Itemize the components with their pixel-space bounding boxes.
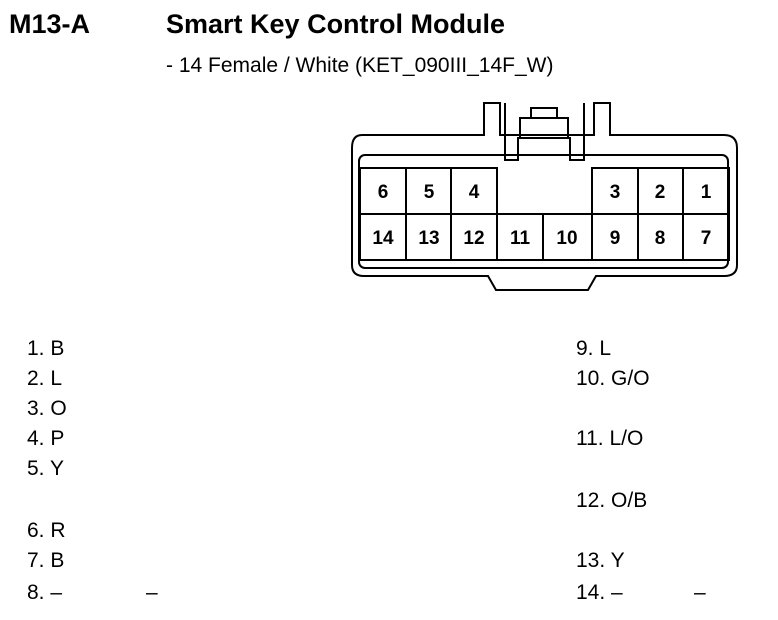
pinout-entry: 3. O bbox=[27, 397, 67, 420]
pin-label: 13 bbox=[418, 228, 439, 249]
latch-knob bbox=[530, 107, 558, 119]
connector-latch bbox=[504, 103, 585, 161]
pinout-entry: 14. – bbox=[576, 581, 623, 604]
pinout-entry: 7. B bbox=[27, 549, 65, 572]
pinout-entry: 9. L bbox=[576, 337, 612, 360]
pinout-entry: 12. O/B bbox=[576, 489, 648, 512]
connector-code: M13-A bbox=[9, 9, 91, 39]
pinout-entry: 11. L/O bbox=[576, 427, 644, 450]
component-title: Smart Key Control Module bbox=[166, 9, 506, 39]
pinout-entry: 5. Y bbox=[27, 457, 64, 480]
pinout-entry: 13. Y bbox=[576, 549, 625, 572]
connector-housing bbox=[351, 102, 738, 291]
connector-subtitle: - 14 Female / White (KET_090III_14F_W) bbox=[166, 54, 554, 77]
pinout-dash: – bbox=[694, 581, 706, 604]
pinout-entry: 10. G/O bbox=[576, 367, 650, 390]
pinout-entry: 2. L bbox=[27, 367, 63, 390]
pin-label: 10 bbox=[556, 228, 577, 249]
pin-label: 1 bbox=[701, 182, 712, 203]
pinout-entry: 4. P bbox=[27, 427, 65, 450]
pin-label: 6 bbox=[378, 182, 389, 203]
pin-label: 8 bbox=[655, 228, 666, 249]
pin-label: 14 bbox=[372, 228, 394, 249]
pin-label: 4 bbox=[469, 182, 480, 203]
pin-label: 12 bbox=[463, 228, 484, 249]
pin-label: 9 bbox=[610, 228, 621, 249]
pin-label: 2 bbox=[655, 182, 666, 203]
pin-label: 7 bbox=[701, 228, 712, 249]
pinout-entry: 8. – bbox=[27, 581, 63, 604]
pinout-dash: – bbox=[146, 581, 158, 604]
pin-label: 3 bbox=[610, 182, 621, 203]
pinout-entry: 6. R bbox=[27, 519, 66, 542]
bottom-cavities bbox=[359, 213, 730, 261]
pin-label: 5 bbox=[424, 182, 435, 203]
pin-label: 11 bbox=[510, 228, 531, 249]
pinout-entry: 1. B bbox=[27, 337, 65, 360]
